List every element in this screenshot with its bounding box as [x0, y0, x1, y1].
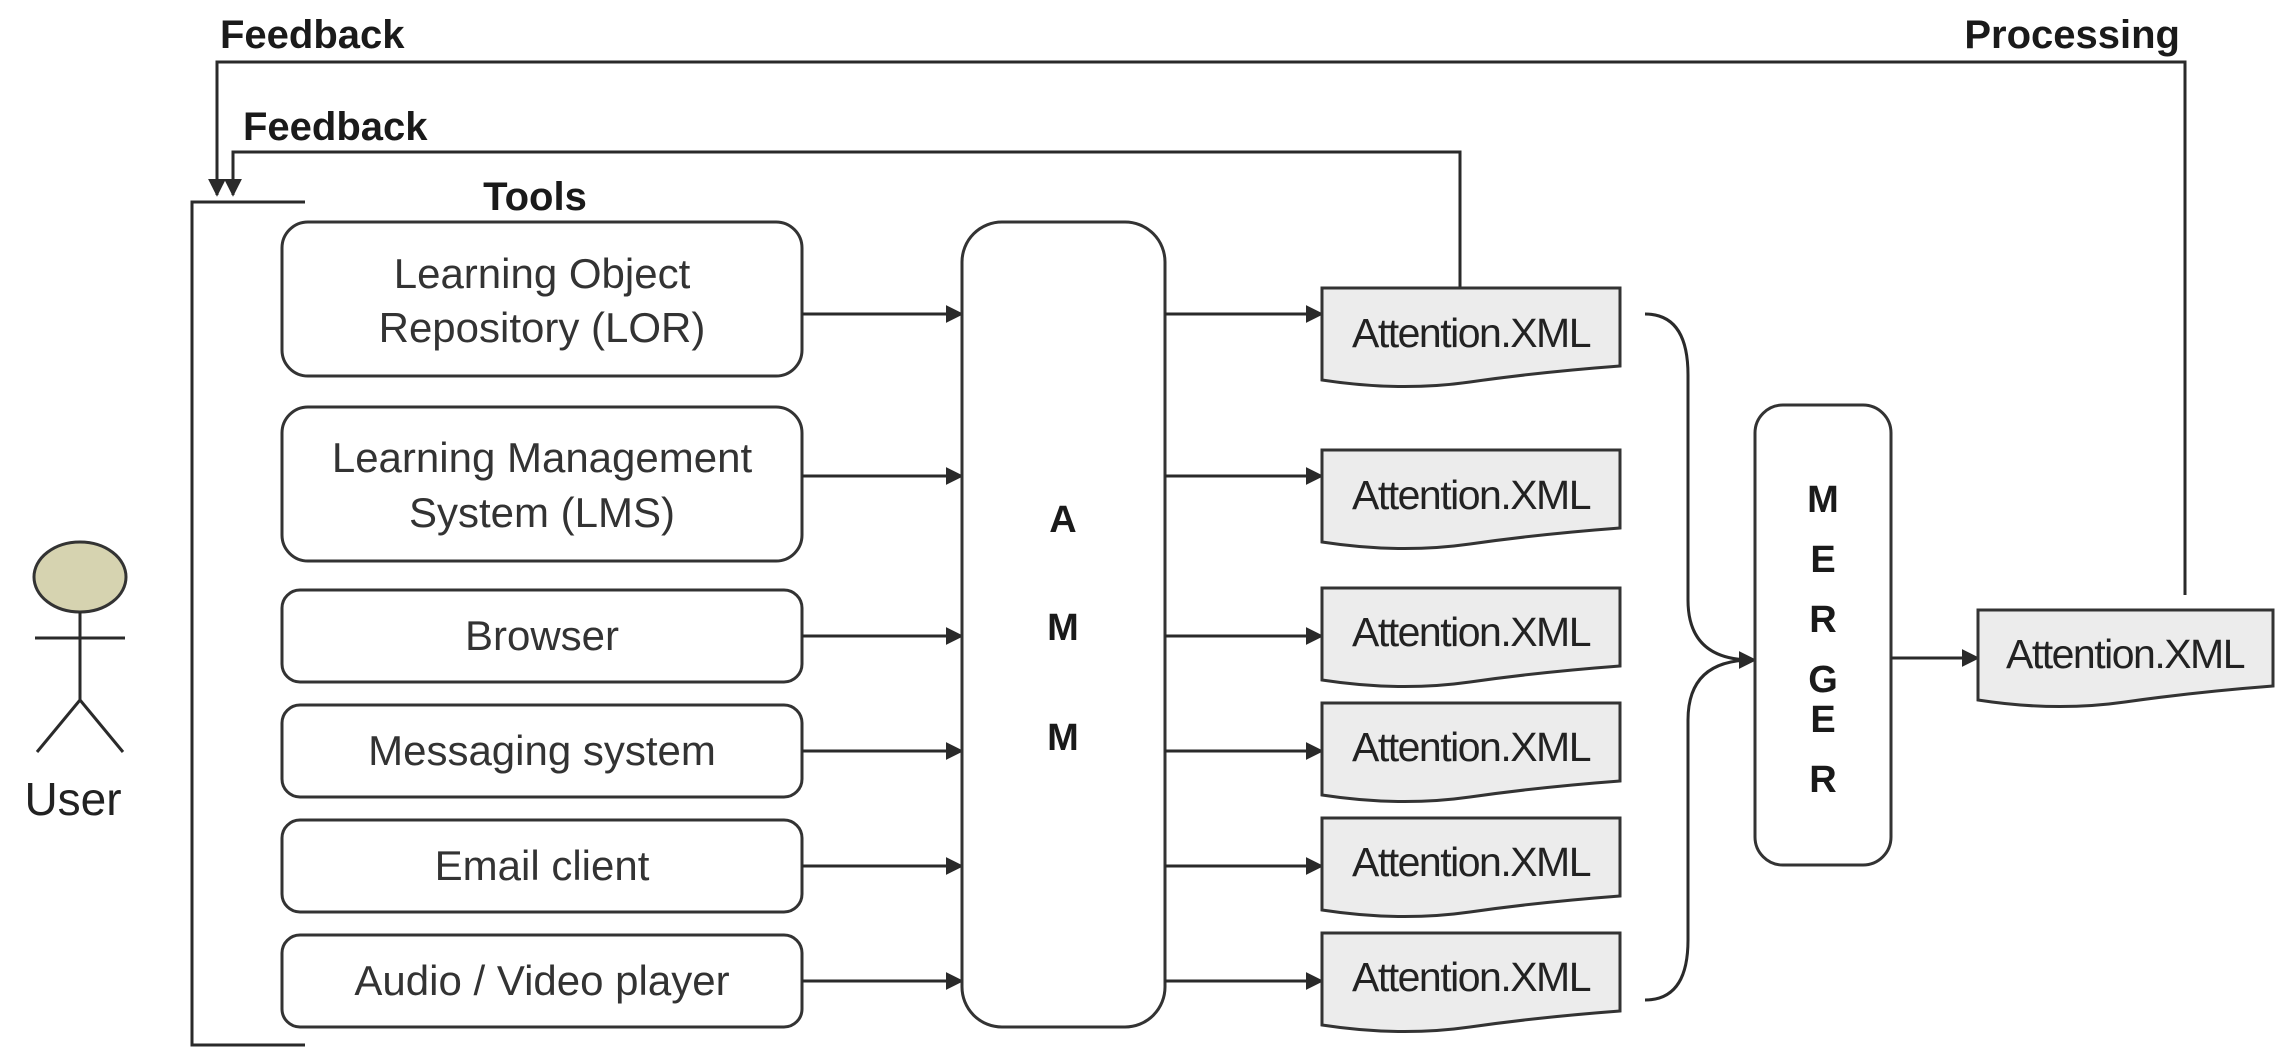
doc-label: Attention.XML [1352, 839, 1591, 885]
attention-doc-5: Attention.XML [1320, 816, 1622, 919]
attention-doc-2: Attention.XML [1320, 448, 1622, 551]
tools-group-bracket [190, 200, 305, 1047]
merger-letter: R [1809, 759, 1836, 801]
merger-letter: R [1809, 599, 1836, 641]
tool-box-lor: Learning Object Repository (LOR) [280, 220, 804, 378]
tool-box-browser: Browser [280, 588, 804, 684]
grouping-brace [1644, 312, 1753, 1002]
feedback-inner-connector [224, 150, 1462, 288]
user-actor-icon [32, 540, 128, 753]
tool-box-email: Email client [280, 818, 804, 914]
user-label: User [24, 773, 121, 825]
merger-letter: E [1810, 699, 1835, 741]
output-attention-doc: Attention.XML [1976, 608, 2275, 709]
feedback-inner-label: Feedback [243, 105, 428, 149]
tool-label-line1: Learning Management [332, 434, 753, 481]
merger-box: M E R G E R [1753, 403, 1893, 867]
attention-doc-1: Attention.XML [1320, 286, 1622, 389]
attention-doc-4: Attention.XML [1320, 701, 1622, 804]
merger-letter: M [1807, 479, 1839, 521]
attention-doc-3: Attention.XML [1320, 586, 1622, 689]
tool-to-amm-arrows [802, 305, 964, 990]
tool-box-messaging: Messaging system [280, 703, 804, 799]
amm-to-doc-arrows [1165, 305, 1324, 990]
merger-letter: E [1810, 539, 1835, 581]
amm-letter: M [1047, 717, 1079, 759]
feedback-outer-label: Feedback [220, 13, 405, 57]
tool-box-lms: Learning Management System (LMS) [280, 405, 804, 563]
tool-label-line2: System (LMS) [409, 489, 675, 536]
processing-label: Processing [1964, 13, 2180, 57]
amm-box: A M M [960, 220, 1167, 1029]
amm-letter: A [1049, 499, 1076, 541]
tools-group-label: Tools [483, 175, 587, 219]
merger-letter: G [1808, 659, 1838, 701]
doc-label: Attention.XML [1352, 954, 1591, 1000]
tool-label: Audio / Video player [354, 957, 729, 1004]
feedback-outer-connector [208, 60, 2187, 595]
doc-label: Attention.XML [1352, 609, 1591, 655]
doc-label: Attention.XML [1352, 724, 1591, 770]
tool-label-line1: Learning Object [394, 250, 691, 297]
amm-letter: M [1047, 607, 1079, 649]
doc-label: Attention.XML [1352, 310, 1591, 356]
doc-label: Attention.XML [1352, 472, 1591, 518]
tool-label: Browser [465, 612, 619, 659]
tool-label-line2: Repository (LOR) [379, 304, 706, 351]
doc-label: Attention.XML [2006, 631, 2245, 677]
tool-label: Messaging system [368, 727, 716, 774]
tool-box-av-player: Audio / Video player [280, 933, 804, 1029]
attention-doc-6: Attention.XML [1320, 931, 1622, 1034]
tool-label: Email client [435, 842, 650, 889]
